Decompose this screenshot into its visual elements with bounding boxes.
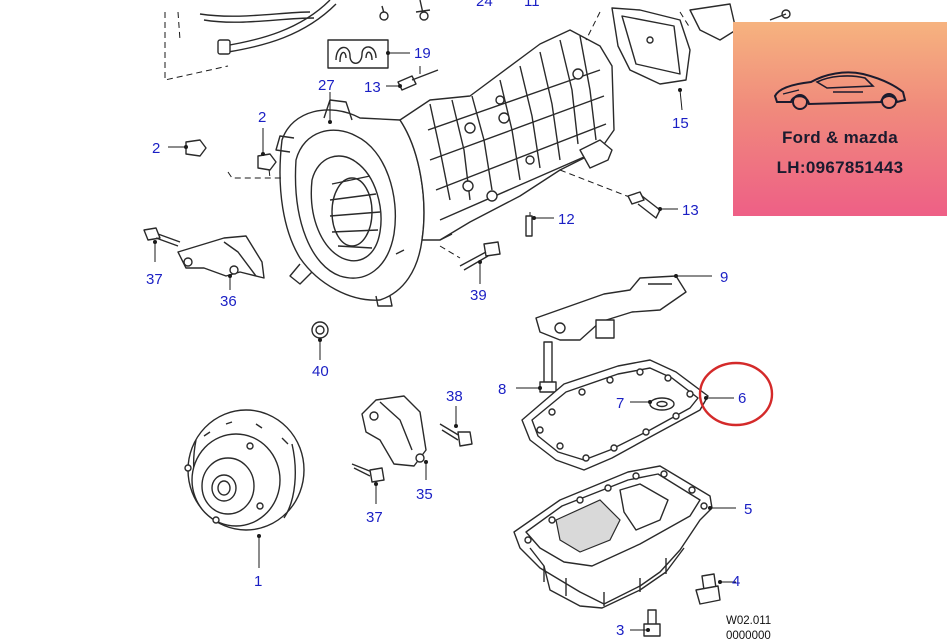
sensor-2-left <box>168 139 207 157</box>
callout-19: 19 <box>414 45 431 62</box>
bolt-39 <box>459 241 501 284</box>
bolt-8 <box>516 341 557 393</box>
watermark-brand-text: Ford & mazda <box>781 128 898 147</box>
callout-40: 40 <box>312 363 329 380</box>
callout-36: 36 <box>220 293 237 310</box>
callout-12: 12 <box>558 211 575 228</box>
magnet-7 <box>630 397 675 411</box>
callout-labels: 1 2 2 3 4 5 6 7 8 9 11 12 13 13 15 19 24… <box>146 0 771 642</box>
sensor-2-upper <box>257 128 277 171</box>
callout-38: 38 <box>446 388 463 405</box>
callout-3: 3 <box>616 622 624 639</box>
callout-6: 6 <box>738 390 746 407</box>
bolt-13-right <box>627 191 678 219</box>
bolt-13-top <box>386 69 439 91</box>
callout-2-upper: 2 <box>258 109 266 126</box>
callout-35: 35 <box>416 486 433 503</box>
torque-converter-1 <box>184 409 305 568</box>
callout-37-upper: 37 <box>146 271 163 288</box>
side-cover-15 <box>611 3 791 85</box>
callout-37-lower: 37 <box>366 509 383 526</box>
bolt-3 <box>630 609 661 637</box>
callout-11: 11 <box>524 0 540 10</box>
watermark-phone-text: LH:0967851443 <box>776 158 904 177</box>
callout-8: 8 <box>498 381 506 398</box>
callout-9: 9 <box>720 269 728 286</box>
callout-1: 1 <box>254 573 262 590</box>
retaining-clip-19 <box>327 39 410 69</box>
filter-bracket-9 <box>535 274 712 341</box>
callout-2-left: 2 <box>152 140 160 157</box>
callout-15: 15 <box>672 115 689 132</box>
callout-4: 4 <box>732 573 740 590</box>
callout-13-right: 13 <box>682 202 699 219</box>
reference-number: 0000000 <box>726 630 771 642</box>
bolt-38 <box>439 406 473 447</box>
callout-7: 7 <box>616 395 624 412</box>
callout-13-top: 13 <box>364 79 381 96</box>
drain-plug-4 <box>695 573 736 605</box>
dowel-pin-12 <box>525 215 554 237</box>
callout-24: 24 <box>476 0 493 10</box>
cooler-pipes-group <box>164 0 431 81</box>
oil-pan-gasket-6 <box>521 359 734 471</box>
bolt-37-lower <box>351 463 385 504</box>
callout-39: 39 <box>470 287 487 304</box>
bolt-37-upper <box>143 227 181 262</box>
sports-car-icon <box>773 71 907 110</box>
seller-watermark: Ford & mazda LH:0967851443 <box>733 22 947 216</box>
callout-5: 5 <box>744 501 752 518</box>
oil-pan-5 <box>513 465 736 609</box>
mounting-bracket-35 <box>361 395 428 480</box>
highlight-circle <box>698 361 774 427</box>
nut-40 <box>311 321 329 360</box>
reference-code: W02.011 <box>726 615 771 627</box>
callout-27: 27 <box>318 77 335 94</box>
transmission-case <box>275 29 615 307</box>
mounting-bracket-36 <box>177 235 265 290</box>
